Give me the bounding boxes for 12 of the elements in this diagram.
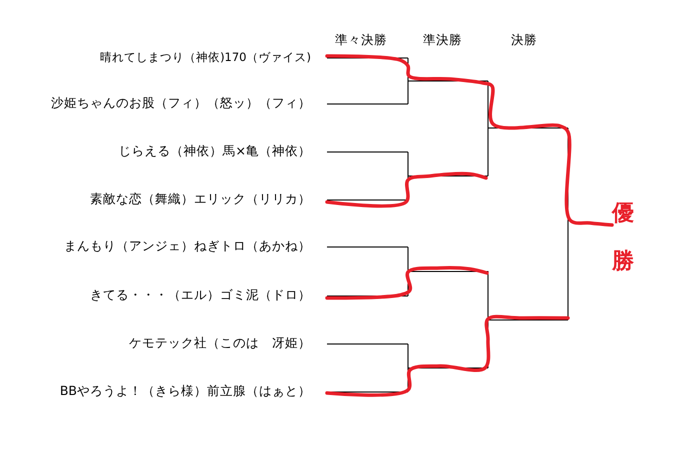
team-name: 沙姫ちゃんのお股（フィ）（怒ッ）（フィ）: [51, 95, 311, 111]
round-header: 決勝: [511, 32, 537, 48]
round-header: 準決勝: [423, 32, 462, 48]
team-name: まんもり（アンジェ）ねぎトロ（あかね）: [64, 238, 311, 254]
team-name: じらえる（神依）馬×亀（神依）: [118, 143, 311, 159]
champion-label: 優勝: [612, 200, 634, 276]
team-name: 晴れてしまつり（神依)170（ヴァイス): [100, 49, 311, 65]
team-name: BBやろうよ！（きら様）前立腺（はぁと）: [60, 383, 311, 399]
round-header: 準々決勝: [335, 32, 387, 48]
team-name: ケモテック社（このは 冴姫）: [129, 335, 311, 351]
team-name: きてる・・・（エル）ゴミ泥（ドロ）: [90, 287, 311, 303]
team-name: 素敵な恋（舞織）エリック（リリカ）: [90, 191, 311, 207]
